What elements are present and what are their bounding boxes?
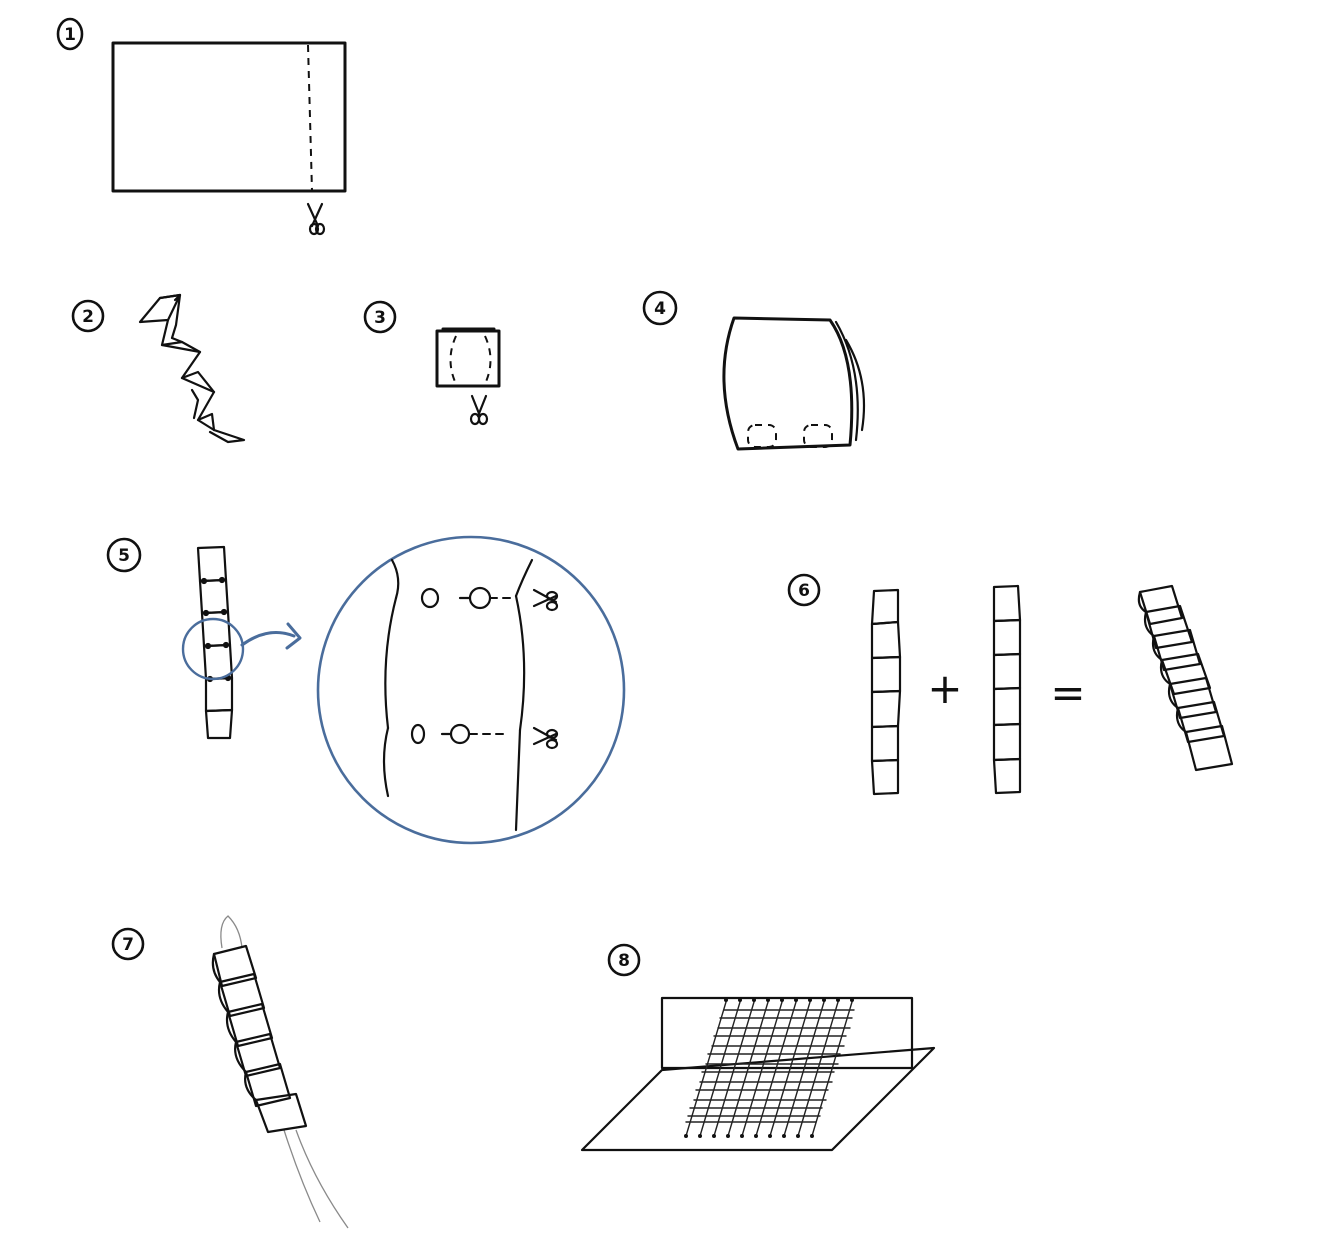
magnify-circle [181,617,245,681]
scissors-icon [532,726,559,750]
segment-column-middle [992,584,1022,795]
accordion-fold [138,293,246,444]
step-1: 1 [56,17,347,236]
step-1-number: 1 [56,17,84,51]
cut-line [307,44,313,192]
paper-sheet [111,41,347,193]
arrow-icon [240,622,302,650]
thread [220,915,349,1229]
step-5: 5 [106,535,626,845]
svg-text:1: 1 [64,25,76,45]
scissors-icon [306,202,326,236]
step-8-number: 8 [607,943,641,977]
step-4: 4 [642,290,866,451]
svg-text:8: 8 [618,951,630,971]
svg-text:7: 7 [122,935,134,955]
step-7: 7 [111,915,349,1229]
scissors-icon [532,588,559,612]
step-3-number: 3 [363,300,397,334]
woven-grid [685,1001,855,1137]
scissors-icon [469,394,489,426]
svg-text:6: 6 [798,581,810,601]
folded-square [435,327,501,388]
step-6-number: 6 [787,573,821,607]
interlocked-segments [1137,584,1234,772]
step-7-number: 7 [111,927,145,961]
step-4-number: 4 [642,290,678,326]
equals-sign: = [1050,668,1085,717]
step-2: 2 [71,293,246,444]
paper-segment [722,316,866,451]
svg-text:5: 5 [118,546,130,566]
step-8: 8 [580,943,936,1152]
svg-text:4: 4 [654,299,666,319]
weaving-board [580,996,936,1152]
threaded-segments [211,944,308,1134]
thread-ends [684,998,854,1138]
step-5-number: 5 [106,537,142,573]
step-6: 6 + = [787,573,1234,796]
zoom-detail [382,558,534,832]
svg-text:2: 2 [82,307,94,327]
zoom-circle [316,535,626,845]
svg-text:3: 3 [374,308,386,328]
step-2-number: 2 [71,299,105,333]
segment-chain-small [196,545,234,740]
step-3: 3 [363,300,501,426]
plus-sign: + [927,664,962,713]
segment-column-left [870,588,902,796]
